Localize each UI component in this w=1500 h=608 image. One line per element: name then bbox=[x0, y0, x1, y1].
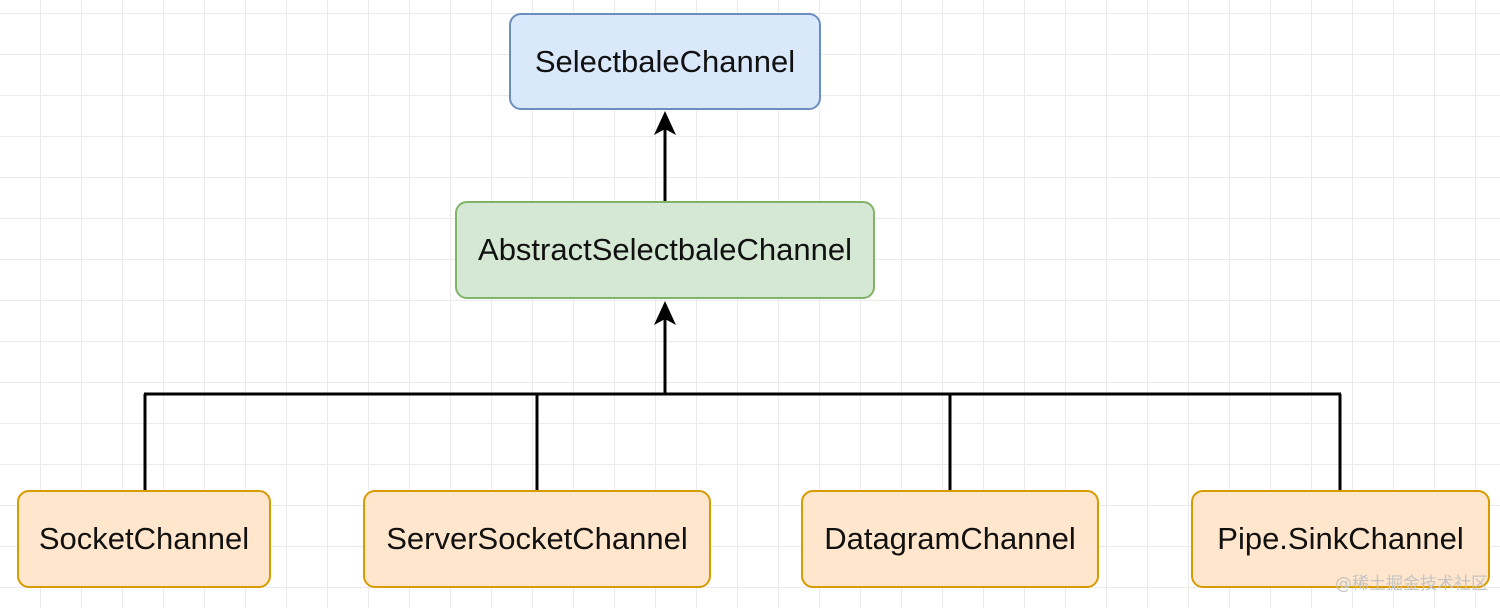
edge-abstract-to-selectable bbox=[654, 111, 676, 201]
node-label: SocketChannel bbox=[38, 521, 250, 556]
node-datagram-channel[interactable]: DatagramChannel bbox=[801, 490, 1099, 588]
node-label: AbstractSelectbaleChannel bbox=[478, 232, 852, 267]
node-label: SelectbaleChannel bbox=[534, 43, 796, 79]
node-abstract-selectable-channel[interactable]: AbstractSelectbaleChannel bbox=[455, 201, 875, 299]
node-selectable-channel[interactable]: SelectbaleChannel bbox=[509, 13, 821, 110]
node-pipe-sink-channel[interactable]: Pipe.SinkChannel bbox=[1191, 490, 1490, 588]
node-label: Pipe.SinkChannel bbox=[1217, 521, 1464, 556]
node-label: ServerSocketChannel bbox=[386, 521, 688, 556]
edge-children-to-abstract bbox=[143, 301, 1342, 490]
node-server-socket-channel[interactable]: ServerSocketChannel bbox=[363, 490, 711, 588]
node-socket-channel[interactable]: SocketChannel bbox=[17, 490, 271, 588]
node-label: DatagramChannel bbox=[824, 521, 1076, 556]
watermark: @稀土掘金技术社区 bbox=[1335, 574, 1488, 594]
arrowhead-icon bbox=[654, 111, 676, 135]
arrowhead-icon bbox=[654, 301, 676, 325]
